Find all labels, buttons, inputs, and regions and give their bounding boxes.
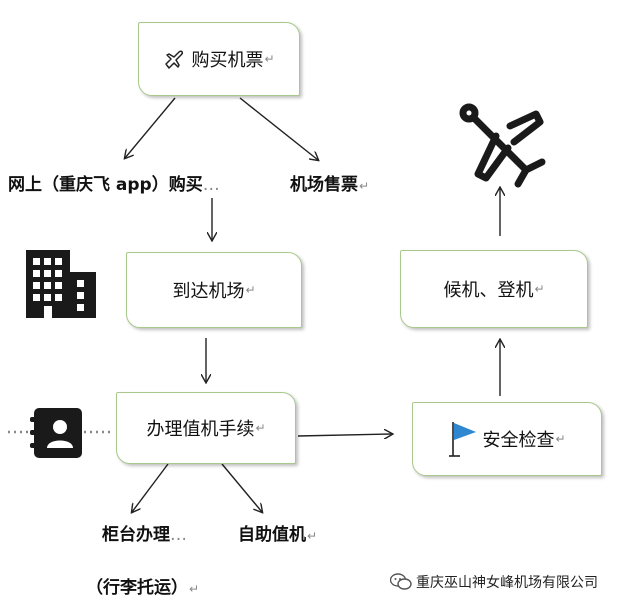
flag-icon [449, 422, 477, 457]
wechat-icon [390, 573, 412, 590]
airplane-icon [459, 103, 546, 188]
node-boarding-label: 候机、登机 [443, 280, 534, 301]
arrow-checkin-to-selfservice [221, 463, 262, 512]
id-card-icon [30, 408, 82, 458]
node-checkin: 办理值机手续↵ [116, 392, 296, 464]
label-counter: 柜台办理… [102, 525, 190, 545]
arrow-buy-to-online [125, 97, 176, 158]
airplane-icon [165, 50, 184, 69]
label-online: 网上（重庆飞 app）购买… [8, 175, 223, 195]
arrow-checkin-to-security [297, 434, 392, 436]
arrow-checkin-to-counter [132, 463, 169, 512]
label-self-service: 自助值机↵ [238, 525, 318, 545]
node-arrive-airport: 到达机场↵ [126, 252, 302, 328]
label-baggage: （行李托运）↵ [86, 578, 200, 598]
node-security: 安全检查↵ [412, 402, 602, 476]
arrow-buy-to-airport-ticket [239, 97, 318, 160]
node-buy-ticket: 购买机票↵ [138, 22, 300, 96]
footer-watermark: 重庆巫山神女峰机场有限公司 [390, 572, 598, 592]
node-security-label: 安全检查 [482, 430, 555, 451]
node-boarding: 候机、登机↵ [400, 250, 588, 328]
footer-text: 重庆巫山神女峰机场有限公司 [416, 575, 598, 591]
node-checkin-label: 办理值机手续 [146, 419, 255, 440]
node-buy-ticket-label: 购买机票 [191, 50, 264, 71]
label-airport-ticket: 机场售票↵ [290, 175, 370, 195]
node-arrive-airport-label: 到达机场 [172, 281, 245, 302]
building-icon [26, 250, 96, 318]
